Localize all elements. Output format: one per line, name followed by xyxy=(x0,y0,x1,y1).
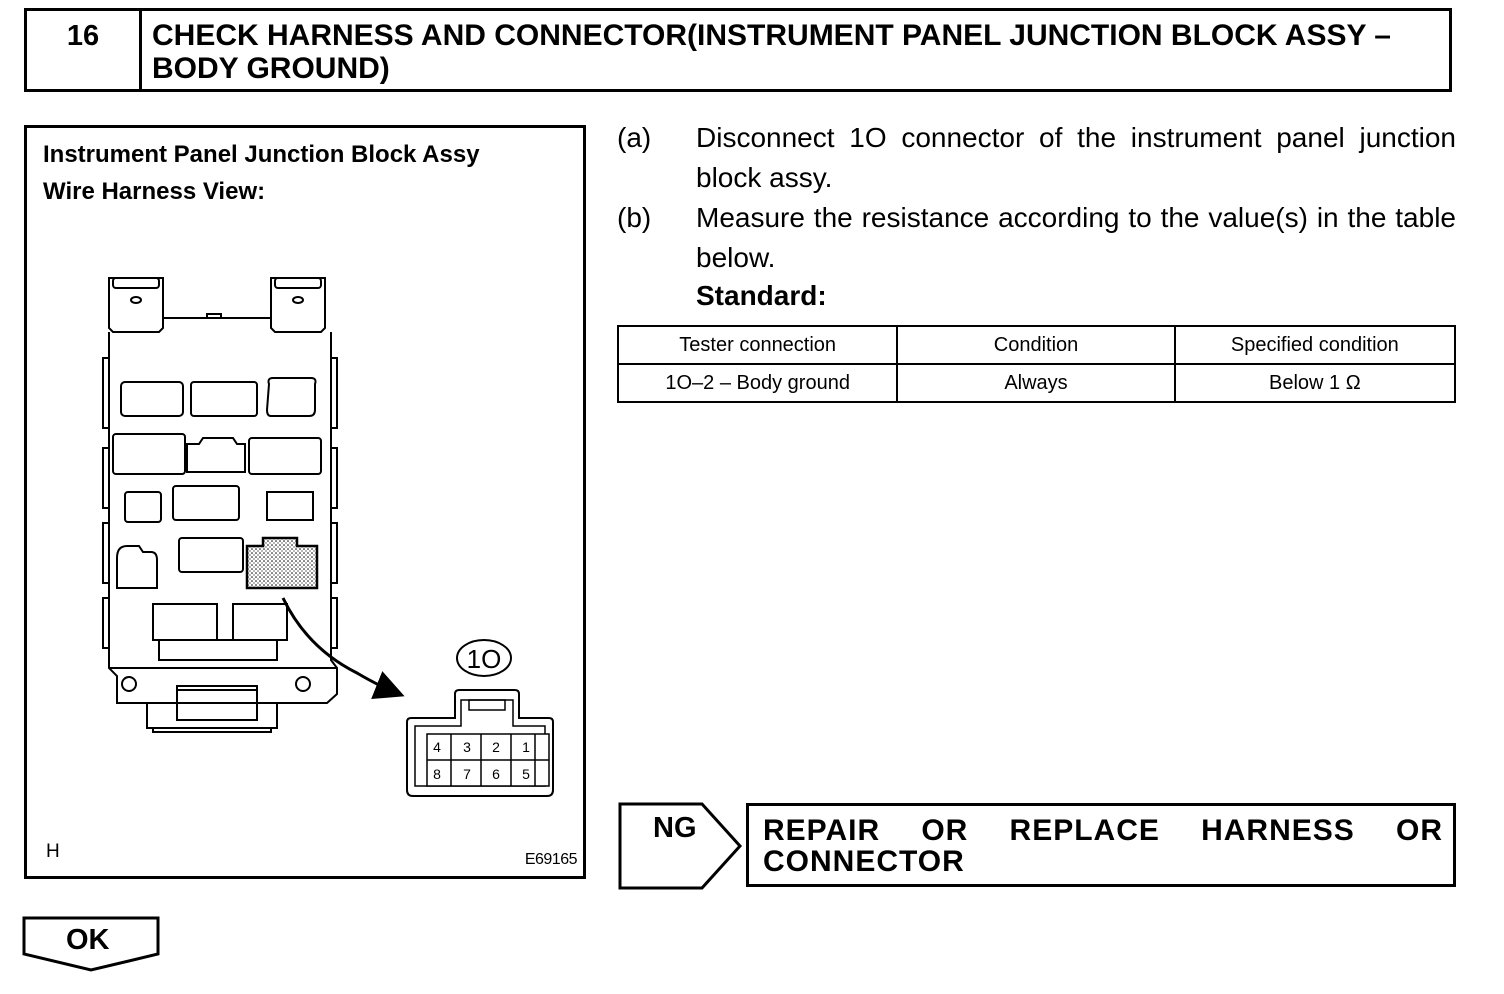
pointer-arrow xyxy=(281,597,405,700)
highlighted-connector xyxy=(245,536,319,590)
ng-arrow-shape xyxy=(618,802,743,890)
ng-action-box: REPAIR OR REPLACE HARNESS OR CONNECTOR xyxy=(746,803,1456,887)
instruction-b-label: (b) xyxy=(617,202,652,233)
connector-1O xyxy=(406,639,554,797)
table-header: Condition xyxy=(896,325,1176,365)
pin-6: 6 xyxy=(492,766,500,782)
junction-block-drawing: 1O 4 3 2 1 8 7 6 5 xyxy=(102,277,554,797)
ok-arrow-shape xyxy=(22,916,160,972)
ng-label: NG xyxy=(653,812,697,844)
table-header: Specified condition xyxy=(1173,325,1457,365)
step-header: 16 CHECK HARNESS AND CONNECTOR(INSTRUMEN… xyxy=(24,8,1452,92)
ng-action-text: REPAIR OR REPLACE HARNESS OR CONNECTOR xyxy=(763,814,1443,878)
pin-4: 4 xyxy=(433,739,441,755)
pin-8: 8 xyxy=(433,766,441,782)
standard-label: Standard: xyxy=(696,280,827,311)
connector-label-circle xyxy=(456,639,512,677)
pin-5: 5 xyxy=(522,766,530,782)
figure-title-line2: Wire Harness View: xyxy=(43,178,266,205)
figure-title: Instrument Panel Junction Block Assy Wir… xyxy=(43,136,480,210)
junction-block-figure: Instrument Panel Junction Block Assy Wir… xyxy=(24,125,586,879)
pin-3: 3 xyxy=(463,739,471,755)
table-header: Tester connection xyxy=(616,325,899,365)
pin-2: 2 xyxy=(492,739,500,755)
step-title: CHECK HARNESS AND CONNECTOR(INSTRUMENT P… xyxy=(152,19,1391,85)
table-cell: Below 1 Ω xyxy=(1173,363,1457,403)
table-row: 1O–2 – Body ground Always Below 1 Ω xyxy=(616,363,1457,403)
table-cell: 1O–2 – Body ground xyxy=(616,363,899,403)
table-cell: Always xyxy=(896,363,1176,403)
table-header-row: Tester connection Condition Specified co… xyxy=(616,325,1457,365)
figure-title-line1: Instrument Panel Junction Block Assy xyxy=(43,141,480,168)
instruction-a-text: Disconnect 1O connector of the instrumen… xyxy=(696,122,1456,193)
step-number: 16 xyxy=(27,11,142,89)
instruction-b-text: Measure the resistance according to the … xyxy=(696,202,1456,273)
junction-block-body xyxy=(102,277,405,733)
ok-label: OK xyxy=(66,924,110,956)
figure-code: E69165 xyxy=(524,851,578,868)
connector-label: 1O xyxy=(467,644,502,674)
spec-table: Tester connection Condition Specified co… xyxy=(616,325,1457,403)
pin-7: 7 xyxy=(463,766,471,782)
pin-1: 1 xyxy=(522,739,530,755)
instruction-a-label: (a) xyxy=(617,122,652,153)
figure-corner-code: H xyxy=(46,841,60,862)
